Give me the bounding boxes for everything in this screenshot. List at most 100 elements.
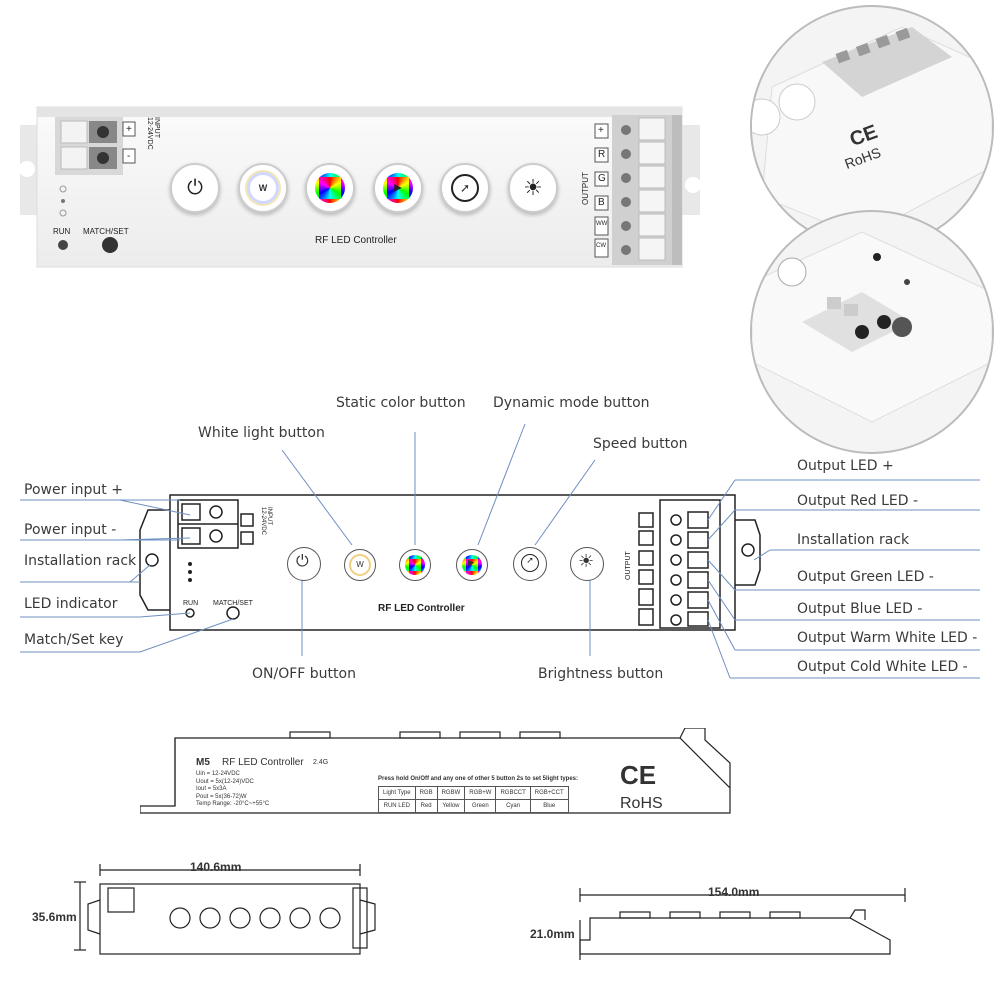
terminal-cw: CW: [596, 243, 606, 249]
power-icon: ⏻: [187, 176, 203, 199]
label-installation-right: Installation rack: [797, 532, 910, 548]
diagram-static-color-button[interactable]: [399, 549, 431, 581]
diagram-play-ring-icon: [462, 555, 482, 575]
device-title: RF LED Controller: [315, 235, 397, 246]
speed-button[interactable]: ➚: [440, 163, 490, 213]
dimension-side-view: [579, 888, 906, 960]
spec-line: Uout = 5x(12-24)VDC: [196, 778, 254, 785]
light-type-table: Light Type RGB RGBW RGB+W RGBCCT RGB+CCT…: [378, 786, 569, 813]
label-output-red: Output Red LED -: [797, 493, 919, 509]
terminal-ww: WW: [596, 221, 608, 227]
label-match-key: Match/Set key: [24, 632, 124, 648]
diagram-output-label: OUTPUT: [625, 551, 632, 580]
back-note: Press hold On/Off and any one of other 5…: [378, 776, 579, 782]
white-light-button[interactable]: W: [238, 163, 288, 213]
label-led-indicator: LED indicator: [24, 596, 118, 612]
label-output-cw: Output Cold White LED -: [797, 659, 968, 675]
closeup-output-circle: CE RoHS: [750, 5, 994, 249]
spec-line: Pout = 5x(36-72)W: [196, 793, 247, 800]
terminal-r: R: [598, 149, 606, 160]
diagram-speed-icon: ➚: [521, 554, 539, 572]
product-photo-body: [19, 106, 701, 268]
table-cell: RGBCCT: [495, 786, 531, 800]
label-installation-left: Installation rack: [24, 553, 137, 569]
diagram-white-icon: W: [349, 554, 371, 576]
diagram-color-wheel-icon: [405, 555, 425, 575]
table-cell: Red: [414, 799, 438, 813]
speedometer-icon: ➚: [451, 174, 479, 202]
diagram-input-label: INPUT 12-24VDC: [260, 507, 272, 536]
static-color-button[interactable]: [305, 163, 355, 213]
table-cell: Yellow: [436, 799, 466, 813]
input-minus-label: -: [127, 151, 131, 162]
table-row: RUN LED Red Yellow Green Cyan Blue: [378, 799, 569, 813]
table-header-row: Light Type RGB RGBW RGB+W RGBCCT RGB+CCT: [378, 786, 569, 800]
diagram-device-title: RF LED Controller: [378, 603, 465, 614]
label-speed: Speed button: [593, 436, 688, 452]
table-cell: Light Type: [378, 786, 416, 800]
input-voltage-label: INPUT 12-24VDC: [146, 117, 160, 150]
diagram-match-label: MATCH/SET: [213, 600, 253, 607]
back-ce-mark: CE: [620, 760, 657, 790]
diagram-dynamic-button[interactable]: ▶: [456, 549, 488, 581]
dynamic-mode-button[interactable]: ▶: [373, 163, 423, 213]
table-cell: Green: [464, 799, 497, 813]
output-label: OUTPUT: [581, 172, 590, 205]
run-label: RUN: [53, 227, 71, 236]
spec-line: Iout = 5x3A: [196, 786, 227, 792]
closeup-output-image: [752, 26, 992, 238]
dim-height-side: 21.0mm: [530, 927, 575, 941]
diagram-run-label: RUN: [183, 600, 199, 607]
brightness-icon: ☀: [523, 175, 543, 200]
play-ring-icon: [383, 173, 413, 203]
label-output-green: Output Green LED -: [797, 569, 934, 585]
table-cell: Blue: [529, 799, 569, 813]
play-icon: ▶: [394, 182, 402, 194]
back-specs: Uin = 12-24VDC Uout = 5x(12-24)VDC Iout …: [196, 771, 269, 809]
terminal-g: G: [598, 173, 606, 184]
color-wheel-icon: [315, 173, 345, 203]
diagram-device-outline: [139, 494, 761, 631]
diagram-brightness-icon: ☀: [578, 551, 595, 571]
back-rohs-mark: RoHS: [620, 795, 663, 812]
leader-lines: [20, 423, 980, 679]
label-static-color: Static color button: [336, 395, 466, 411]
dim-length-top: 140.6mm: [190, 860, 242, 874]
table-cell: RUN LED: [378, 799, 416, 813]
dim-length-side: 154.0mm: [708, 885, 760, 899]
product-photo: + - INPUT 12-24VDC RUN MATCH/SET RF LED …: [15, 105, 705, 275]
label-power-minus: Power input -: [24, 522, 117, 538]
terminal-b: B: [598, 197, 605, 208]
white-ring-icon: W: [247, 172, 279, 204]
onoff-button[interactable]: ⏻: [170, 163, 220, 213]
terminal-plus: +: [598, 125, 604, 136]
spec-line: Temp Range: -20°C~+55°C: [196, 801, 270, 807]
table-cell: RGB+CCT: [529, 786, 569, 800]
dim-height-left: 35.6mm: [32, 910, 77, 924]
labeled-diagram: [20, 423, 980, 679]
diagram-play-icon: ▶: [468, 558, 475, 567]
table-cell: RGBW: [436, 786, 466, 800]
back-model: M5: [196, 757, 210, 768]
brightness-button[interactable]: ☀: [508, 163, 558, 213]
back-view-outline: [140, 728, 731, 814]
input-plus-label: +: [126, 124, 132, 135]
table-cell: RGB: [414, 786, 438, 800]
label-power-plus: Power input +: [24, 482, 123, 498]
label-onoff: ON/OFF button: [252, 666, 356, 682]
diagram-speed-button[interactable]: ➚: [513, 547, 547, 581]
label-output-plus: Output LED +: [797, 458, 894, 474]
closeup-input-image: [752, 231, 992, 423]
diagram-onoff-button[interactable]: ⏻: [287, 547, 321, 581]
match-set-label: MATCH/SET: [83, 227, 129, 236]
back-name: RF LED Controller: [222, 757, 304, 768]
label-output-blue: Output Blue LED -: [797, 601, 923, 617]
label-output-ww: Output Warm White LED -: [797, 630, 978, 646]
table-cell: RGB+W: [464, 786, 497, 800]
label-brightness: Brightness button: [538, 666, 664, 682]
diagram-brightness-button[interactable]: ☀: [570, 547, 604, 581]
dimension-top-view: [74, 864, 376, 955]
diagram-white-button[interactable]: W: [344, 549, 376, 581]
table-cell: Cyan: [495, 799, 531, 813]
label-dynamic-mode: Dynamic mode button: [493, 395, 650, 411]
